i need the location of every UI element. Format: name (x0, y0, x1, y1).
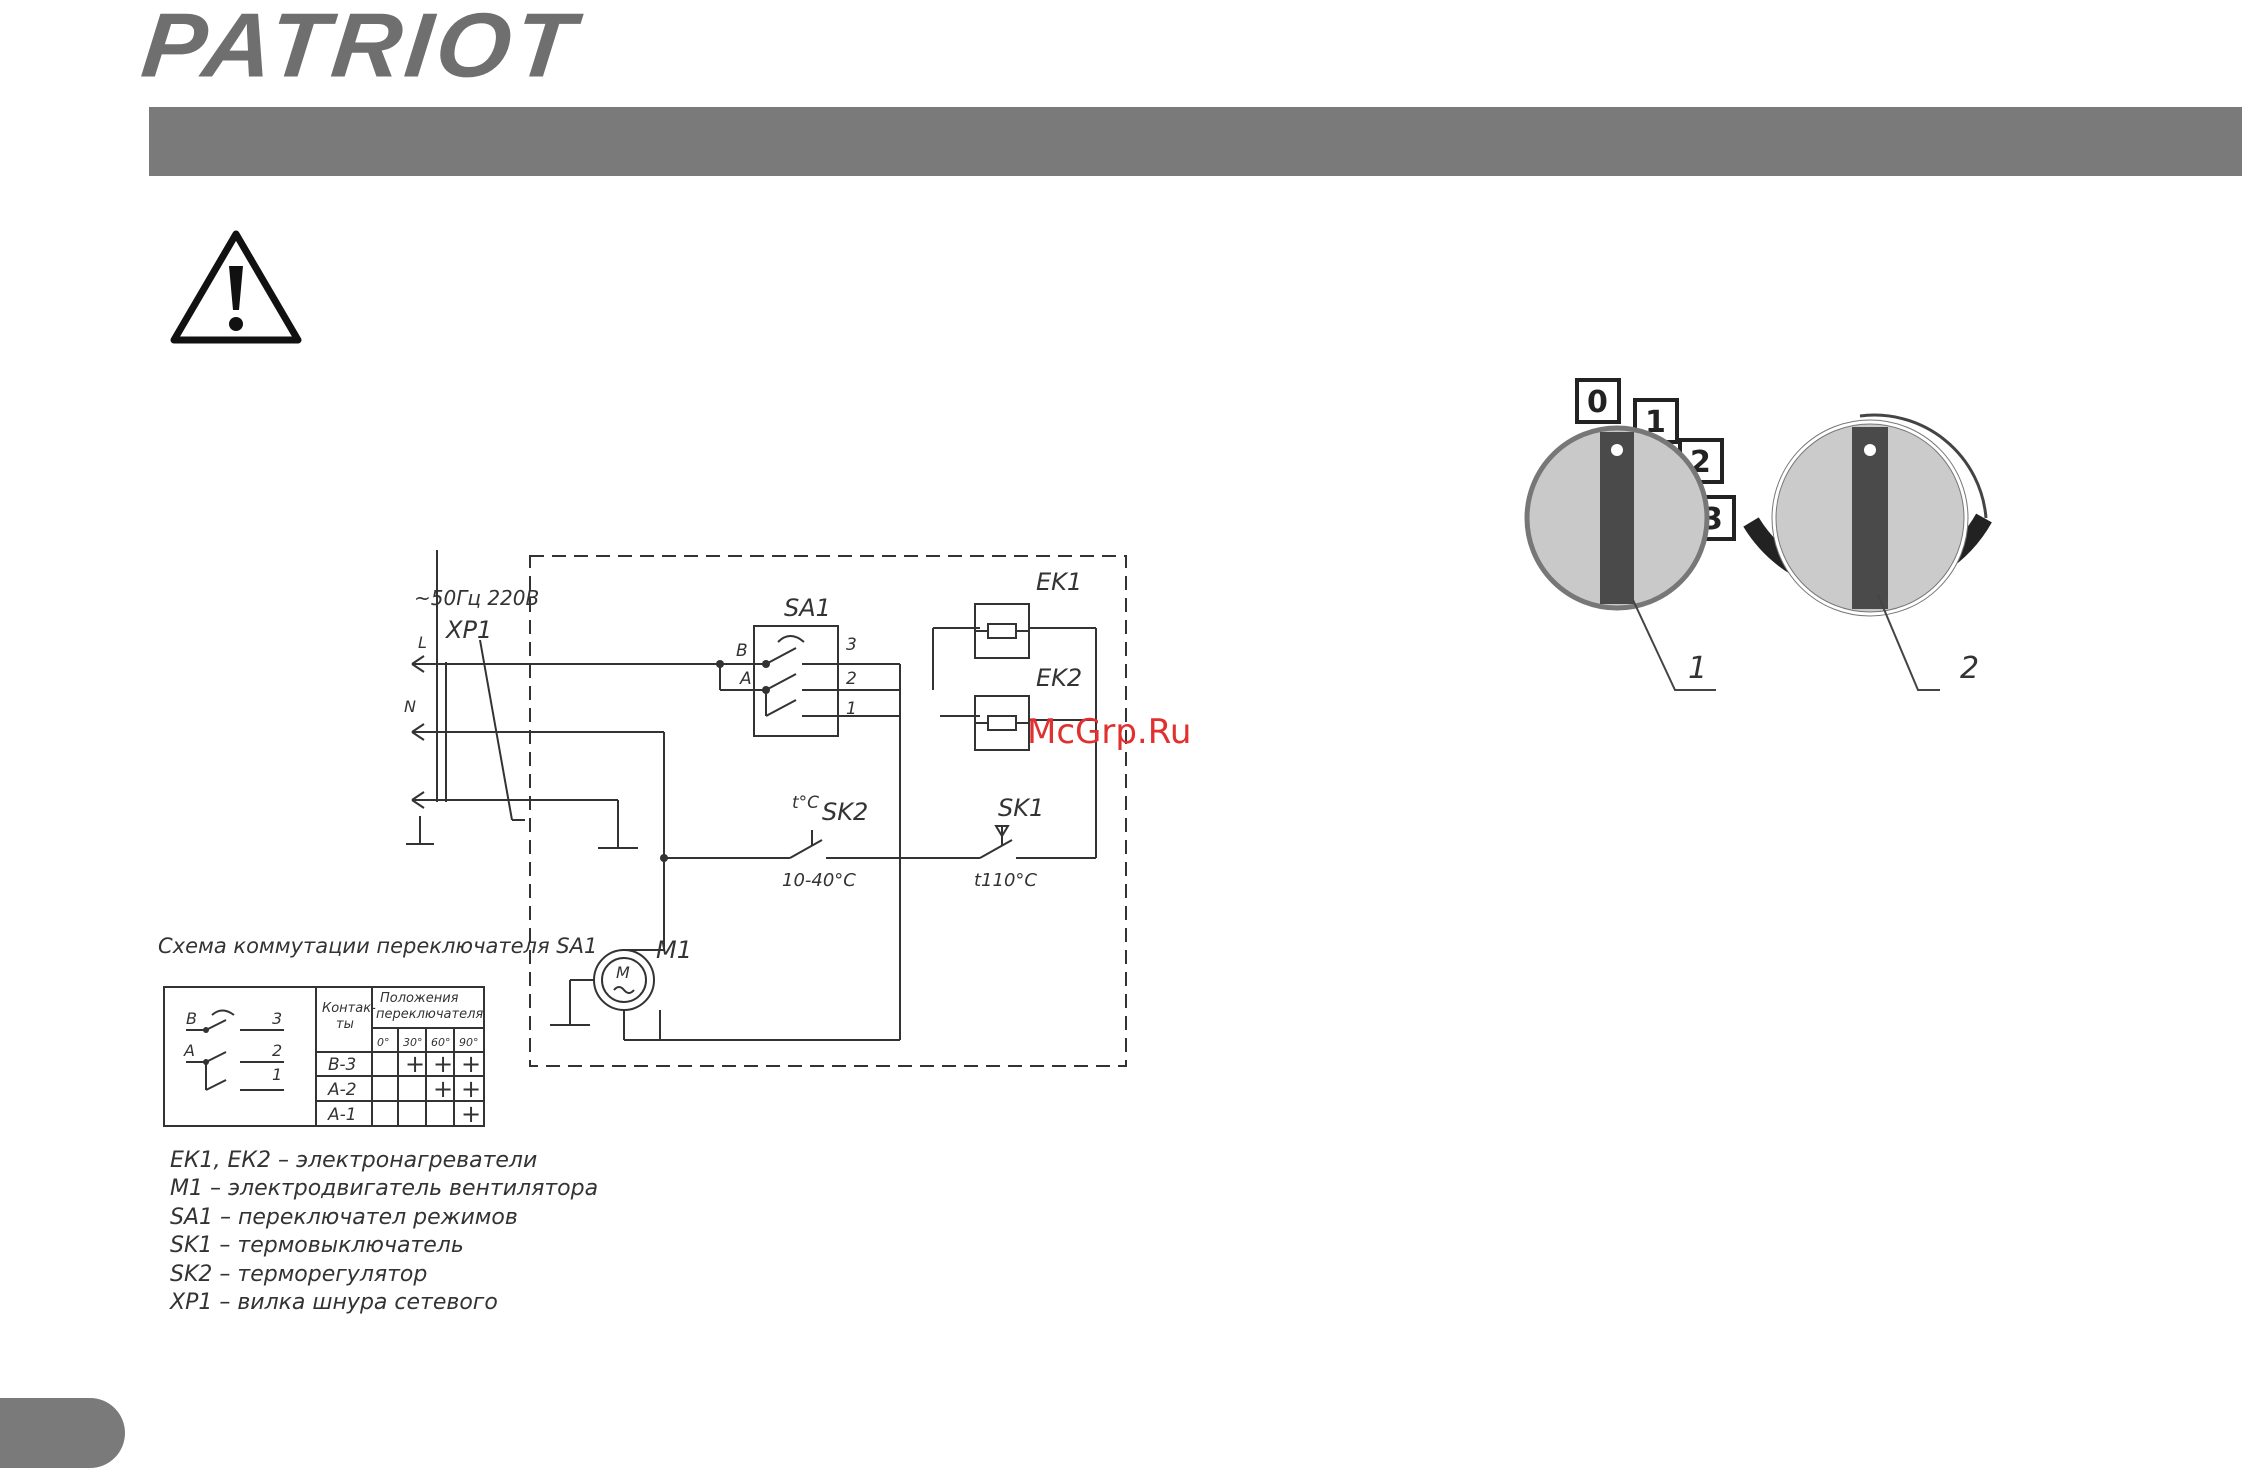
watermark: McGrp.Ru (1027, 712, 1192, 752)
callout-1: 1 (1688, 651, 1707, 686)
wiring-diagram: ~50Гц 220В L XP1 N SA1 B A 3 2 1 EK1 EK2… (158, 550, 1127, 1128)
angle-0: 0° (377, 1036, 390, 1049)
switch-b-label: B (736, 641, 748, 661)
thermostat-temp-label: t°C (792, 793, 819, 813)
switch-a-label: A (739, 669, 752, 689)
heater-1-label: EK1 (1036, 568, 1082, 596)
contact-b3: B-3 (328, 1055, 356, 1075)
mini-pos-2: 2 (272, 1041, 282, 1060)
mark-a2-60: + (433, 1075, 453, 1103)
col-contacts-line1: Контак- (322, 1001, 376, 1016)
switch-pos-1: 1 (846, 699, 857, 719)
angle-60: 60° (431, 1036, 451, 1049)
legend-item: ЕК1, ЕК2 – электронагреватели (170, 1148, 538, 1173)
angle-90: 90° (459, 1036, 479, 1049)
switching-table-caption: Схема коммутации переключателя SA1 (158, 934, 597, 958)
switch-pos-2: 2 (846, 669, 857, 689)
warning-triangle-icon (170, 230, 302, 344)
motor-label: M1 (656, 936, 692, 964)
position-1-label: 1 (1645, 405, 1666, 440)
thermostat-range-label: 10-40°С (782, 870, 856, 891)
line-l-label: L (418, 633, 427, 652)
component-legend: ЕК1, ЕК2 – электронагреватели М1 – элект… (170, 1147, 598, 1317)
legend-item: SK1 – термовыключатель (170, 1233, 464, 1259)
legend-item: SA1 – переключател режимов (170, 1204, 518, 1230)
mini-a-label: A (183, 1041, 195, 1060)
section-header-bar (149, 107, 2242, 176)
thermostat-label: SK2 (822, 798, 868, 826)
control-knobs-illustration: 0 1 2 3 1 2 (1524, 378, 1992, 691)
knob-2 (1743, 413, 1992, 617)
mini-pos-3: 3 (272, 1009, 282, 1028)
mark-b3-30: + (405, 1050, 425, 1078)
legend-item: М1 – электродвигатель вентилятора (170, 1176, 599, 1202)
position-0-label: 0 (1587, 385, 1608, 420)
angle-30: 30° (403, 1036, 423, 1049)
mini-pos-1: 1 (272, 1065, 282, 1084)
mark-a1-90: + (461, 1100, 481, 1128)
switch-label: SA1 (784, 594, 831, 622)
cutout-label: SK1 (998, 794, 1044, 822)
callout-2: 2 (1960, 651, 1979, 686)
plug-label: XP1 (444, 616, 492, 644)
brand-logo: PATRIOT (137, 0, 583, 97)
contact-a2: A-2 (327, 1080, 357, 1100)
legend-item: SK2 – терморегулятор (170, 1261, 428, 1287)
position-box-0 (1575, 378, 1621, 424)
motor-symbol: M (616, 963, 630, 982)
page-number-tab (0, 1398, 125, 1468)
heater-2-label: EK2 (1036, 664, 1082, 692)
contact-a1: A-1 (327, 1105, 357, 1125)
mark-b3-90: + (461, 1050, 481, 1078)
mark-a2-90: + (461, 1075, 481, 1103)
col-positions-line1: Положения (380, 991, 459, 1006)
legend-item: ХР1 – вилка шнура сетевого (170, 1290, 498, 1316)
supply-label: ~50Гц 220В (414, 586, 539, 610)
knob-1 (1524, 425, 1710, 611)
switch-pos-3: 3 (846, 635, 857, 655)
mini-b-label: B (186, 1009, 197, 1028)
cutout-temp-label: t110°C (974, 870, 1037, 891)
col-positions-line2: переключателя (376, 1007, 483, 1022)
line-n-label: N (404, 697, 416, 716)
mark-b3-60: + (433, 1050, 453, 1078)
col-contacts-line2: ты (336, 1017, 354, 1032)
